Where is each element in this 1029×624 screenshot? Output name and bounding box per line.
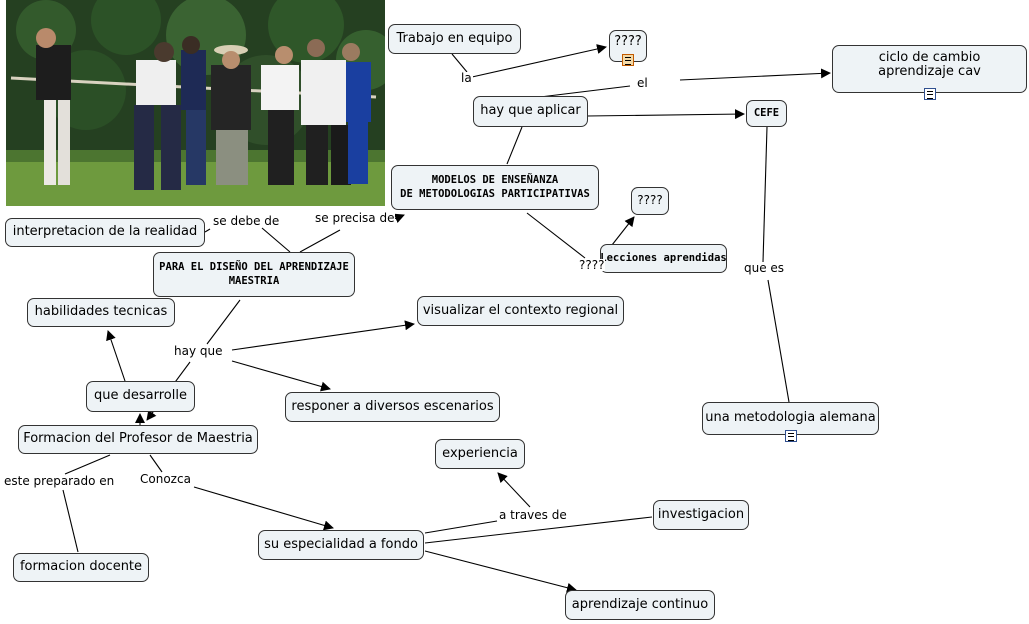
link-label-este-preparado[interactable]: este preparado en xyxy=(3,474,116,488)
resource-document-icon[interactable] xyxy=(785,430,797,442)
edge-aplicar-el xyxy=(539,85,631,98)
resource-document-icon[interactable] xyxy=(924,88,936,100)
link-label-la[interactable]: la xyxy=(460,71,473,85)
edge-hayque-responer xyxy=(231,360,331,392)
node-metodologia-alemana[interactable]: una metodologia alemana xyxy=(702,402,879,435)
node-especialidad[interactable]: su especialidad a fondo xyxy=(258,530,424,560)
node-visualizar[interactable]: visualizar el contexto regional xyxy=(417,296,624,326)
node-ciclo-label: ciclo de cambio aprendizaje cav xyxy=(878,50,981,80)
edge-diseno-hayque xyxy=(206,299,241,345)
node-diseno[interactable]: PARA EL DISEÑO DEL APRENDIZAJE MAESTRIA xyxy=(153,252,355,297)
edge-seprecisa-modelos xyxy=(393,213,405,223)
node-experiencia[interactable]: experiencia xyxy=(435,439,525,469)
edge-aplicar-cefe xyxy=(586,109,745,120)
node-habilidades[interactable]: habilidades tecnicas xyxy=(27,298,175,327)
edge-alemana-quees xyxy=(767,279,790,403)
edge-lecciones-qmid xyxy=(611,216,635,246)
node-metodologia-alemana-label: una metodologia alemana xyxy=(705,410,876,426)
edge-diseno-seprecisa xyxy=(299,229,341,253)
edge-diseno-sedebe xyxy=(261,227,291,253)
node-q-mid[interactable]: ???? xyxy=(631,187,669,215)
edge-formacion-preparado xyxy=(64,454,111,475)
link-label-a-traves-de[interactable]: a traves de xyxy=(498,508,568,522)
edge-conozca-especialidad xyxy=(193,486,334,531)
tug-of-war-photo-drawing xyxy=(6,0,385,206)
node-lecciones[interactable]: Lecciones aprendidas xyxy=(600,244,727,273)
node-diseno-line1: PARA EL DISEÑO DEL APRENDIZAJE xyxy=(159,260,349,273)
edge-desarrolle-habilidades xyxy=(106,330,126,382)
tug-of-war-photo xyxy=(6,0,385,206)
edge-hayque-visualizar xyxy=(231,320,415,351)
edge-preparado-docente xyxy=(62,489,79,553)
node-modelos-line2: DE METODOLOGIAS PARTICIPATIVAS xyxy=(400,187,590,200)
node-responer[interactable]: responer a diversos escenarios xyxy=(285,392,500,422)
edge-sedebe-interp xyxy=(204,228,211,233)
link-label-hay-que[interactable]: hay que xyxy=(173,344,224,358)
resource-document-icon[interactable] xyxy=(622,54,634,66)
edge-el-ciclo xyxy=(679,68,831,81)
node-formacion-docente[interactable]: formacion docente xyxy=(13,553,149,582)
link-label-conozca[interactable]: Conozca xyxy=(139,472,192,486)
edge-especialidad-investigacion xyxy=(424,516,653,544)
node-aprendizaje-continuo[interactable]: aprendizaje continuo xyxy=(565,590,715,620)
link-label-se-debe-de[interactable]: se debe de xyxy=(212,214,281,228)
edge-la-qtop xyxy=(471,44,607,78)
edge-quees-cefe xyxy=(762,126,768,263)
node-interpretacion[interactable]: interpretacion de la realidad xyxy=(5,218,205,247)
node-q-top-label: ???? xyxy=(614,34,642,49)
node-ciclo[interactable]: ciclo de cambio aprendizaje cav xyxy=(832,45,1027,93)
edge-modelos-qlink xyxy=(526,212,586,259)
node-que-desarrolle[interactable]: que desarrolle xyxy=(86,381,195,412)
node-hay-que-aplicar[interactable]: hay que aplicar xyxy=(473,96,588,127)
edge-especialidad-continuo xyxy=(424,550,577,593)
edge-trabajo-la xyxy=(451,53,468,73)
edge-formacion-conozca xyxy=(149,454,163,473)
node-formacion-profesor[interactable]: Formacion del Profesor de Maestria xyxy=(18,425,258,454)
link-label-que-es[interactable]: que es xyxy=(743,261,786,275)
node-cefe[interactable]: CEFE xyxy=(746,100,787,127)
node-modelos[interactable]: MODELOS DE ENSEÑANZA DE METODOLOGIAS PAR… xyxy=(391,165,599,210)
link-label-el[interactable]: el xyxy=(636,76,649,90)
node-investigacion[interactable]: investigacion xyxy=(653,500,749,530)
edge-atraves-experiencia xyxy=(497,472,531,508)
edge-especialidad-atraves xyxy=(424,520,498,534)
node-modelos-line1: MODELOS DE ENSEÑANZA xyxy=(431,173,559,186)
edge-modelos-aplicar xyxy=(506,126,523,165)
node-trabajo-en-equipo[interactable]: Trabajo en equipo xyxy=(388,24,521,54)
link-label-se-precisa-de[interactable]: se precisa de xyxy=(314,211,396,225)
link-label-q[interactable]: ???? xyxy=(578,258,606,272)
node-diseno-line2: MAESTRIA xyxy=(228,274,280,287)
